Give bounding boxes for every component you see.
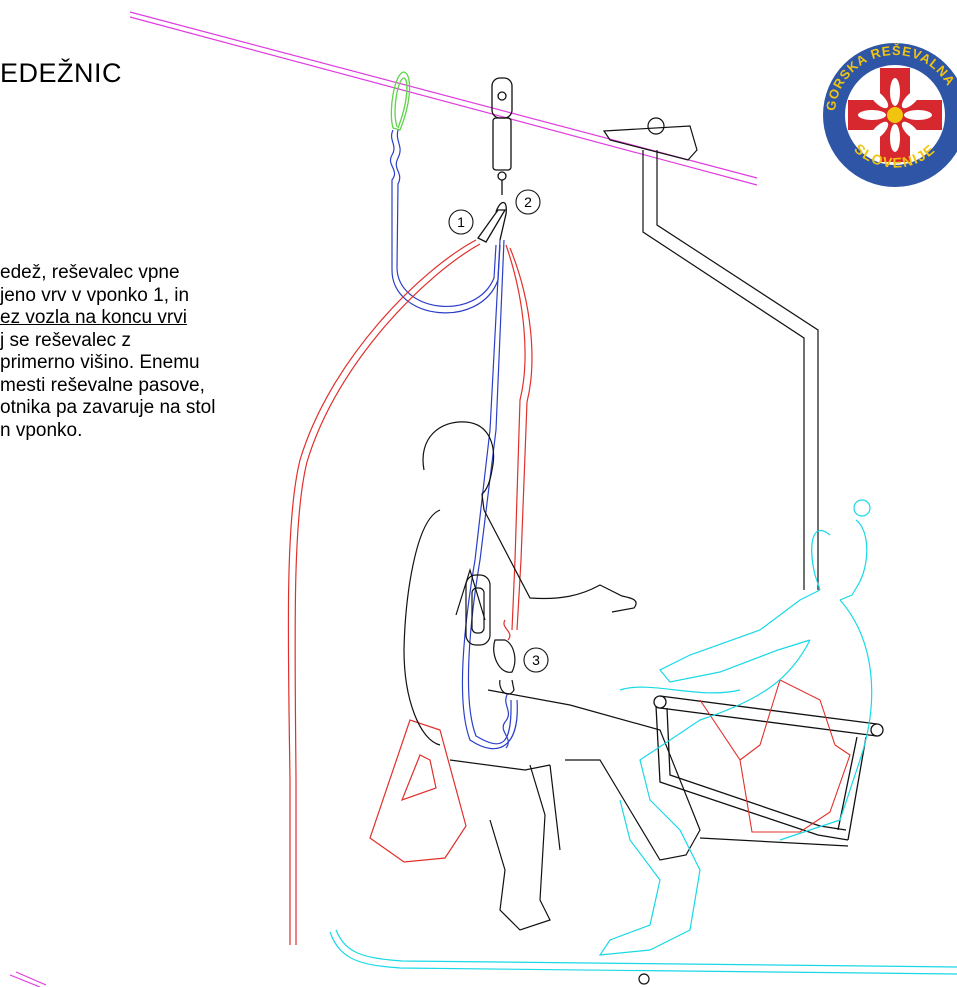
description-text: edež, reševalec vpne jeno vrv v vponko 1… (0, 262, 215, 442)
rescuer-figure (403, 421, 701, 931)
description-line: edež, reševalec vpne (0, 262, 180, 283)
chair-hanger (602, 117, 819, 590)
marker-2 (515, 189, 541, 215)
description-line: j se reševalec z (0, 329, 131, 351)
blue-rope (389, 129, 518, 750)
rescue-bag (369, 719, 467, 863)
red-rope (287, 239, 533, 945)
description-line: mesti reševalne pasove, (0, 374, 205, 396)
passenger-figure (598, 499, 873, 956)
red-rope-chair (699, 679, 851, 833)
marker-3-label: 3 (532, 652, 540, 668)
descender-device (465, 574, 516, 695)
carabiner-top (477, 201, 507, 243)
description-line: jeno vrv v vponko 1, in (0, 284, 190, 306)
ski-track (329, 929, 957, 985)
pulley (491, 77, 513, 195)
marker-1 (448, 209, 474, 235)
haul-cable (9, 11, 758, 987)
marker-3 (523, 647, 549, 673)
description-line: n vponko. (0, 419, 83, 441)
marker-1-label: 1 (457, 214, 465, 230)
page-title: EDEŽNIC (0, 58, 123, 88)
green-sling (390, 71, 411, 131)
description-line: otnika pa zavaruje na stol (0, 397, 216, 418)
marker-2-label: 2 (524, 194, 532, 210)
logo-emblem: GORSKA REŠEVALNA SLOVENIJE (823, 43, 957, 187)
description-line-underlined: ez vozla na koncu vrvi (0, 307, 187, 328)
description-line: primerno višino. Enemu (0, 352, 200, 373)
